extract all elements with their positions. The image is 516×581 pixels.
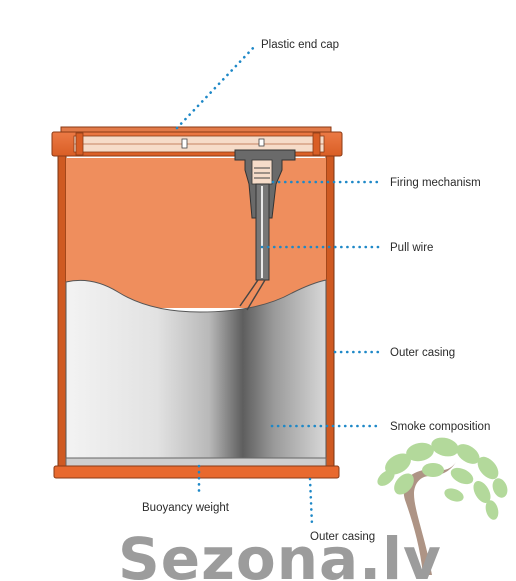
label-plastic-end-cap: Plastic end cap [261,39,339,51]
label-smoke-composition: Smoke composition [390,421,490,433]
label-firing-mechanism: Firing mechanism [390,177,481,189]
smoke-composition [65,279,327,465]
outer-casing-left-wall [57,154,67,471]
leader-plastic-end-cap [175,45,256,130]
outer-casing-bottom-rim [53,465,340,479]
outer-casing-right-wall [325,154,335,471]
buoyancy-weight [65,457,327,467]
leader-outer-casing-bottom [308,477,314,527]
inner-orange-fill [66,158,326,308]
label-pull-wire: Pull wire [390,242,433,254]
canister-body [53,154,340,479]
label-outer-casing-bottom: Outer casing [310,531,375,543]
tree-trunk [403,462,456,575]
watermark-text: Sezona.lv [118,525,442,581]
tree-leaves [377,437,508,520]
label-outer-casing-right: Outer casing [390,347,455,359]
leader-lines [175,45,380,527]
plastic-end-cap [51,126,343,157]
tree-logo [377,437,508,575]
labels: Plastic end cap Firing mechanism Pull wi… [142,39,490,543]
label-buoyancy-weight: Buoyancy weight [142,502,230,514]
firing-mechanism [234,149,296,281]
pull-wire [239,279,266,311]
